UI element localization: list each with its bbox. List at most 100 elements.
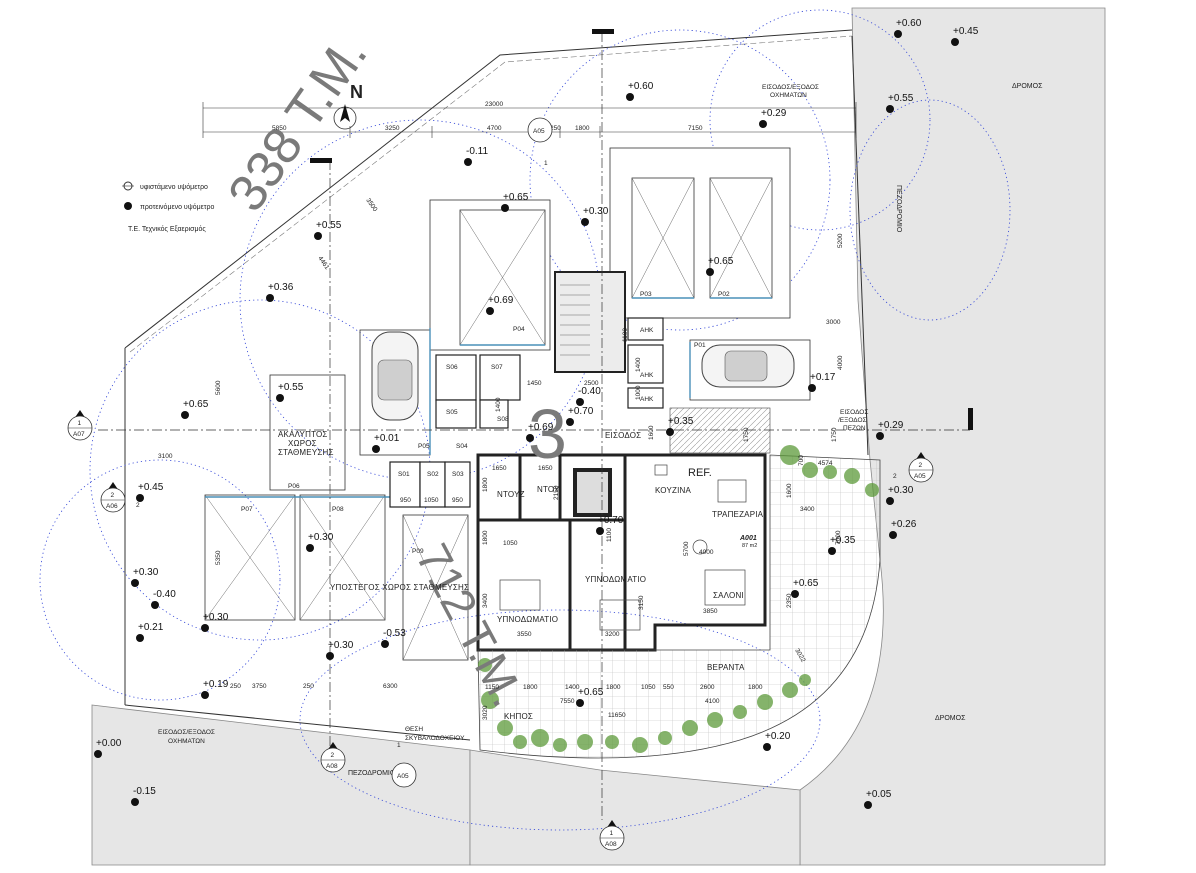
section-sheet: A05 bbox=[914, 473, 926, 480]
dim-misc: 5200 bbox=[837, 233, 844, 248]
level-value: +0.69 bbox=[488, 295, 514, 306]
dim-misc: 1100 bbox=[622, 328, 629, 342]
dim-misc: 950 bbox=[400, 497, 411, 504]
proposed-level-icon bbox=[131, 579, 139, 587]
parking-label: P07 bbox=[241, 506, 253, 513]
proposed-level-icon bbox=[876, 432, 884, 440]
level-marker: +0.30 bbox=[326, 640, 354, 660]
proposed-level-icon bbox=[808, 384, 816, 392]
sidewalk-bottom-label: ΠΕΖΟΔΡΟΜΙΟ bbox=[348, 770, 396, 777]
open-parking-label-1: ΑΚΑΛΥΠΤΟΣ bbox=[278, 430, 328, 439]
level-value: +0.55 bbox=[316, 220, 342, 231]
dim-interior: 1050 bbox=[641, 684, 656, 691]
dim-misc: 3400 bbox=[482, 593, 489, 608]
proposed-level-icon bbox=[581, 218, 589, 226]
legend-existing-level: υφιστάμενο υψόμετρο bbox=[140, 183, 208, 191]
dim-misc: 3022 bbox=[793, 648, 806, 664]
storage-label: S07 bbox=[491, 364, 503, 371]
pedestrian-entry-1: ΕΙΣΟΔΟΣ bbox=[840, 409, 868, 416]
level-value: -0.40 bbox=[153, 589, 176, 600]
level-marker: +0.65 bbox=[501, 192, 529, 212]
garden-plants bbox=[478, 445, 879, 753]
proposed-level-icon bbox=[951, 38, 959, 46]
level-marker: +0.55 bbox=[886, 93, 914, 113]
vehicle-entry-top-1: ΕΙΣΟΔΟΣ/ΕΞΟΔΟΣ bbox=[762, 84, 819, 91]
unit-area: 87 m2 bbox=[742, 543, 757, 549]
open-parking-label-2: ΧΩΡΟΣ bbox=[288, 439, 317, 448]
dim-interior: 1800 bbox=[523, 684, 538, 691]
section-sheet: A07 bbox=[73, 431, 85, 438]
grid-mark: 1 bbox=[544, 160, 548, 167]
dim-misc: 3850 bbox=[703, 608, 718, 615]
dim-top: 7150 bbox=[688, 125, 703, 132]
dim-misc: 1800 bbox=[482, 477, 489, 492]
level-value: +0.21 bbox=[138, 622, 164, 633]
dim-misc: 1600 bbox=[648, 425, 655, 440]
level-marker: -0.53 bbox=[381, 628, 406, 648]
pedestrian-entry-3: ΠΕΖΩΝ bbox=[843, 425, 866, 432]
proposed-level-icon bbox=[886, 497, 894, 505]
dim-misc: 3500 bbox=[364, 197, 378, 213]
level-marker: +0.20 bbox=[763, 731, 791, 751]
level-marker: +0.60 bbox=[626, 81, 654, 101]
section-number: 2 bbox=[331, 752, 335, 759]
proposed-level-icon bbox=[759, 120, 767, 128]
proposed-level-icon bbox=[486, 307, 494, 315]
level-marker: -0.40 bbox=[576, 386, 601, 406]
dim-top: 3250 bbox=[385, 125, 400, 132]
dim-misc: 3550 bbox=[517, 631, 532, 638]
dim-misc: 2350 bbox=[786, 593, 793, 608]
section-marker: A05 bbox=[391, 762, 417, 788]
section-number: 1 bbox=[78, 420, 82, 427]
dim-misc: 2150 bbox=[553, 485, 560, 500]
dim-misc: 7000 bbox=[835, 530, 842, 545]
section-sheet: A08 bbox=[605, 841, 617, 848]
refuse-label-2: ΣΚΥΒΑΛΟΔΟΧΕΙΟΥ bbox=[405, 735, 465, 742]
legend: υφιστάμενο υψόμετρο προτεινόμενο υψόμετρ… bbox=[122, 181, 215, 233]
dim-misc: 2500 bbox=[584, 380, 599, 387]
dim-bottom: 250 bbox=[303, 683, 314, 690]
dim-misc: 1800 bbox=[482, 530, 489, 545]
parking-label: P06 bbox=[288, 483, 300, 490]
level-marker: +0.65 bbox=[706, 256, 734, 276]
level-marker: +0.55 bbox=[314, 220, 342, 240]
open-parking-label-3: ΣΤΑΘΜΕΥΣΗΣ bbox=[278, 448, 334, 457]
north-arrow-icon bbox=[333, 104, 357, 130]
dim-misc: 4000 bbox=[837, 355, 844, 370]
level-marker: +0.65 bbox=[791, 578, 819, 598]
proposed-level-icon bbox=[151, 601, 159, 609]
dim-interior: 2600 bbox=[700, 684, 715, 691]
level-value: +0.65 bbox=[793, 578, 819, 589]
bedroom-2-label: ΥΠΝΟΔΩΜΑΤΙΟ bbox=[585, 575, 646, 584]
pedestrian-entry-2: /ΕΞΟΔΟΣ bbox=[838, 417, 867, 424]
car-icon bbox=[371, 331, 419, 421]
level-value: +0.45 bbox=[953, 26, 979, 37]
dim-misc: 5700 bbox=[683, 541, 690, 556]
level-marker: +0.70 bbox=[566, 406, 594, 426]
covered-parking-label: ΥΠΟΣΤΕΓΟΣ ΧΩΡΟΣ ΣΤΑΘΜΕΥΣΗΣ bbox=[330, 583, 469, 592]
dim-misc: 1450 bbox=[527, 380, 542, 387]
storage-label: S06 bbox=[446, 364, 458, 371]
level-value: +0.30 bbox=[583, 206, 609, 217]
dim-misc: 950 bbox=[452, 497, 463, 504]
level-marker: +0.35 bbox=[666, 416, 694, 436]
dim-misc: 1050 bbox=[424, 497, 439, 504]
level-value: +0.65 bbox=[708, 256, 734, 267]
proposed-level-icon bbox=[136, 494, 144, 502]
level-marker: +0.69 bbox=[486, 295, 514, 315]
entrance-hatch bbox=[669, 407, 771, 454]
level-value: +0.35 bbox=[668, 416, 694, 427]
storage-label: S04 bbox=[456, 443, 468, 450]
parking-label: P02 bbox=[718, 291, 730, 298]
dim-misc: 1400 bbox=[635, 357, 642, 372]
dim-misc: 4574 bbox=[818, 460, 833, 467]
proposed-level-icon bbox=[131, 798, 139, 806]
level-marker: +0.01 bbox=[372, 433, 400, 453]
vehicle-entry-left-1: ΕΙΣΟΔΟΣ/ΕΞΟΔΟΣ bbox=[158, 729, 215, 736]
